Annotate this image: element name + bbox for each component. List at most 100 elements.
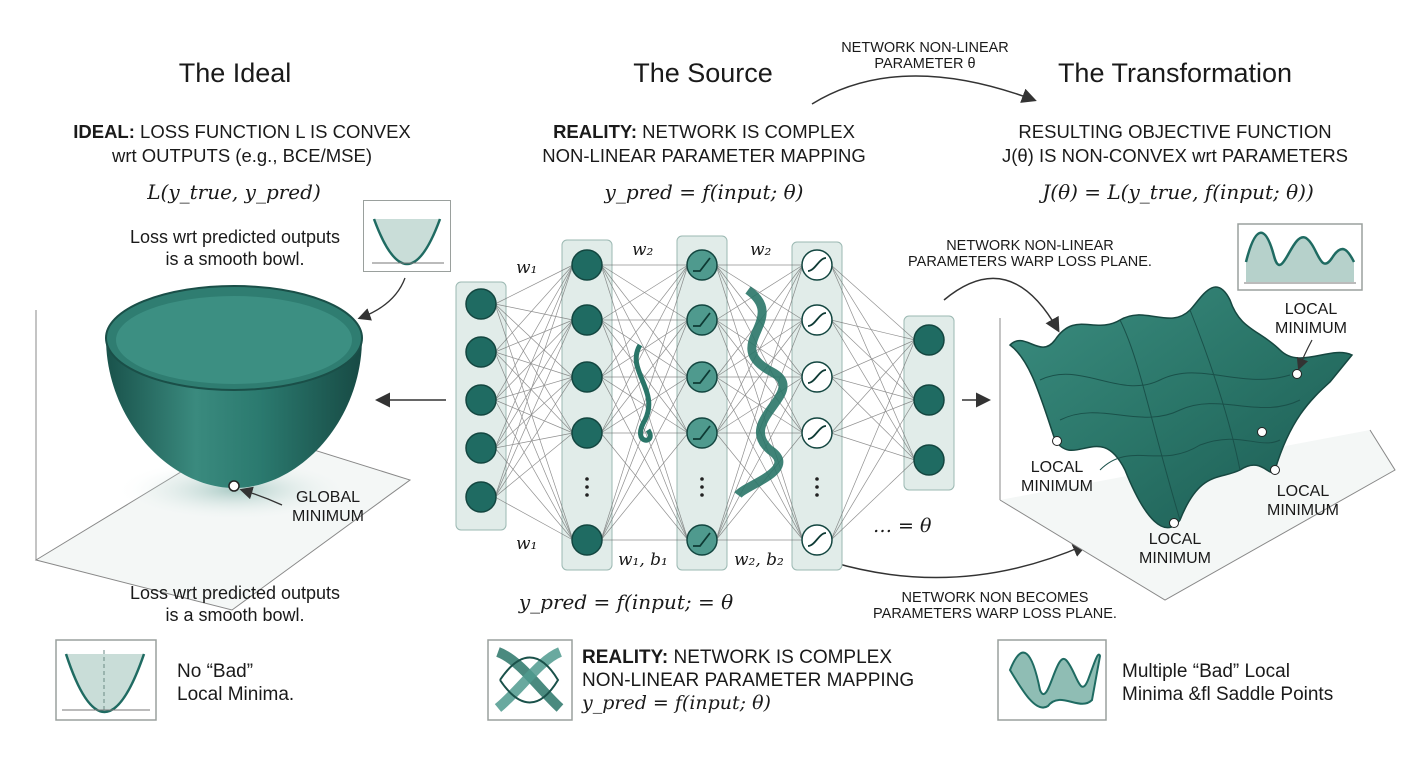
network-node bbox=[571, 524, 603, 556]
network-edge bbox=[830, 376, 916, 401]
network-edge bbox=[830, 264, 916, 461]
source-header: REALITY: NETWORK IS COMPLEX NON-LINEAR P… bbox=[474, 120, 934, 168]
network-edge bbox=[494, 447, 574, 541]
w1-top-label: w₁ bbox=[516, 258, 538, 278]
sigmoid-icon bbox=[807, 532, 827, 547]
network-edge bbox=[494, 376, 574, 498]
network-edge bbox=[830, 319, 916, 401]
legend-wavy-icon bbox=[997, 639, 1107, 721]
ideal-note-bottom: Loss wrt predicted outputs is a smooth b… bbox=[100, 582, 370, 626]
dots-theta-label: … = θ bbox=[873, 515, 932, 537]
network-edge bbox=[494, 264, 574, 305]
network-edge bbox=[600, 319, 689, 541]
w2-top-label-b: w₂ bbox=[750, 240, 772, 260]
sigmoid-icon bbox=[807, 257, 827, 272]
warp-label-line2: PARAMETERS WARP LOSS PLANE. bbox=[908, 254, 1152, 270]
network-edge bbox=[830, 399, 916, 434]
network-edge bbox=[715, 376, 804, 541]
local-minimum-bottom-line1: LOCAL bbox=[1148, 531, 1202, 548]
local-minimum-left-line2: MINIMUM bbox=[1021, 478, 1093, 495]
network-edge bbox=[494, 319, 574, 401]
network-node bbox=[913, 444, 945, 476]
top-curved-arrow bbox=[811, 75, 1037, 105]
w2b2-label: w₂, b₂ bbox=[734, 550, 784, 570]
local-minimum-left-line1: LOCAL bbox=[1030, 459, 1084, 476]
network-node bbox=[465, 336, 497, 368]
ellipsis-dot bbox=[815, 493, 819, 497]
network-edge bbox=[715, 264, 804, 321]
source-formula: y_pred = f(input; θ) bbox=[604, 180, 804, 204]
transformation-legend-text: Multiple “Bad” Local Minima &fl Saddle P… bbox=[1122, 660, 1382, 706]
network-edge bbox=[494, 264, 574, 353]
ideal-header: IDEAL: LOSS FUNCTION L IS CONVEX wrt OUT… bbox=[12, 120, 472, 168]
network-node bbox=[686, 417, 718, 449]
network-node bbox=[571, 304, 603, 336]
network-edge bbox=[830, 319, 916, 461]
top-arrow-label: NETWORK NON-LINEAR PARAMETER θ bbox=[800, 40, 1050, 72]
network-edge bbox=[830, 264, 916, 341]
convex-thumbnail-icon bbox=[372, 218, 444, 265]
global-minimum-marker bbox=[228, 480, 240, 492]
ellipsis-dot bbox=[585, 477, 589, 481]
source-legend-rest: NETWORK IS COMPLEX bbox=[668, 647, 893, 668]
ellipsis-dot bbox=[815, 485, 819, 489]
local-minimum-bottom-line2: MINIMUM bbox=[1139, 550, 1211, 567]
local-minimum-top-line1: LOCAL bbox=[1284, 301, 1338, 318]
ellipsis-dot bbox=[700, 485, 704, 489]
network-edge bbox=[494, 319, 574, 353]
ellipsis-dot bbox=[815, 477, 819, 481]
network-edge bbox=[600, 376, 689, 434]
network-edge bbox=[830, 459, 916, 541]
global-minimum-line1: GLOBAL bbox=[295, 489, 361, 506]
network-edge bbox=[830, 264, 916, 401]
ellipsis-dot bbox=[585, 485, 589, 489]
bottom-arrow-label-line1: NETWORK NON BECOMES bbox=[901, 590, 1089, 606]
relu-icon bbox=[693, 532, 711, 547]
local-minimum-right-line1: LOCAL bbox=[1276, 483, 1330, 500]
bottom-arrow-label: NETWORK NON BECOMES PARAMETERS WARP LOSS… bbox=[830, 590, 1160, 622]
transformation-formula: J(θ) = L(y_true, f(input; θ)) bbox=[1042, 180, 1314, 204]
legend-twist-icon bbox=[487, 639, 573, 721]
w1-bottom-label: w₁ bbox=[516, 534, 538, 554]
sigmoid-icon bbox=[807, 425, 827, 440]
network-edge bbox=[494, 399, 574, 434]
network-edge bbox=[600, 264, 689, 541]
ideal-header-bold: IDEAL: bbox=[73, 121, 135, 142]
transformation-header-line2: J(θ) IS NON-CONVEX wrt PARAMETERS bbox=[1001, 145, 1349, 166]
ideal-note-top: Loss wrt predicted outputs is a smooth b… bbox=[100, 226, 370, 270]
network-node bbox=[913, 384, 945, 416]
network-node bbox=[571, 249, 603, 281]
network-edge bbox=[830, 399, 916, 541]
transformation-header: RESULTING OBJECTIVE FUNCTION J(θ) IS NON… bbox=[945, 120, 1405, 168]
network-edge bbox=[600, 319, 689, 434]
network-edge bbox=[494, 319, 574, 449]
network-node bbox=[686, 304, 718, 336]
ideal-header-line2: wrt OUTPUTS (e.g., BCE/MSE) bbox=[111, 145, 373, 166]
ellipsis-dot bbox=[700, 477, 704, 481]
top-arrow-label-line1: NETWORK NON-LINEAR bbox=[841, 40, 1009, 56]
network-edge bbox=[494, 376, 574, 401]
ideal-bowl-plot bbox=[34, 277, 412, 611]
network-node bbox=[686, 524, 718, 556]
network-edge bbox=[494, 264, 574, 498]
network-node bbox=[686, 249, 718, 281]
global-minimum-label: GLOBAL MINIMUM bbox=[278, 488, 378, 526]
source-legend-line3: y_pred = f(input; θ) bbox=[582, 692, 771, 714]
top-arrow-label-line2: PARAMETER θ bbox=[874, 56, 976, 72]
sigmoid-icon bbox=[807, 312, 827, 327]
network-edge bbox=[494, 432, 574, 449]
network-node bbox=[465, 384, 497, 416]
w1b1-label: w₁, b₁ bbox=[618, 550, 668, 570]
bottom-arrow-label-line2: PARAMETERS WARP LOSS PLANE. bbox=[873, 606, 1117, 622]
ideal-legend-text: No “Bad” Local Minima. bbox=[177, 660, 377, 706]
network-edge bbox=[494, 399, 574, 541]
network-edge bbox=[494, 264, 574, 449]
global-minimum-line2: MINIMUM bbox=[292, 508, 364, 525]
network-edge bbox=[600, 264, 689, 434]
network-edge bbox=[830, 339, 916, 434]
source-header-rest: NETWORK IS COMPLEX bbox=[637, 121, 855, 142]
network-edge bbox=[494, 351, 574, 378]
source-title: The Source bbox=[633, 58, 773, 88]
bottom-curved-arrow bbox=[831, 542, 1088, 579]
network-edge bbox=[715, 264, 804, 434]
